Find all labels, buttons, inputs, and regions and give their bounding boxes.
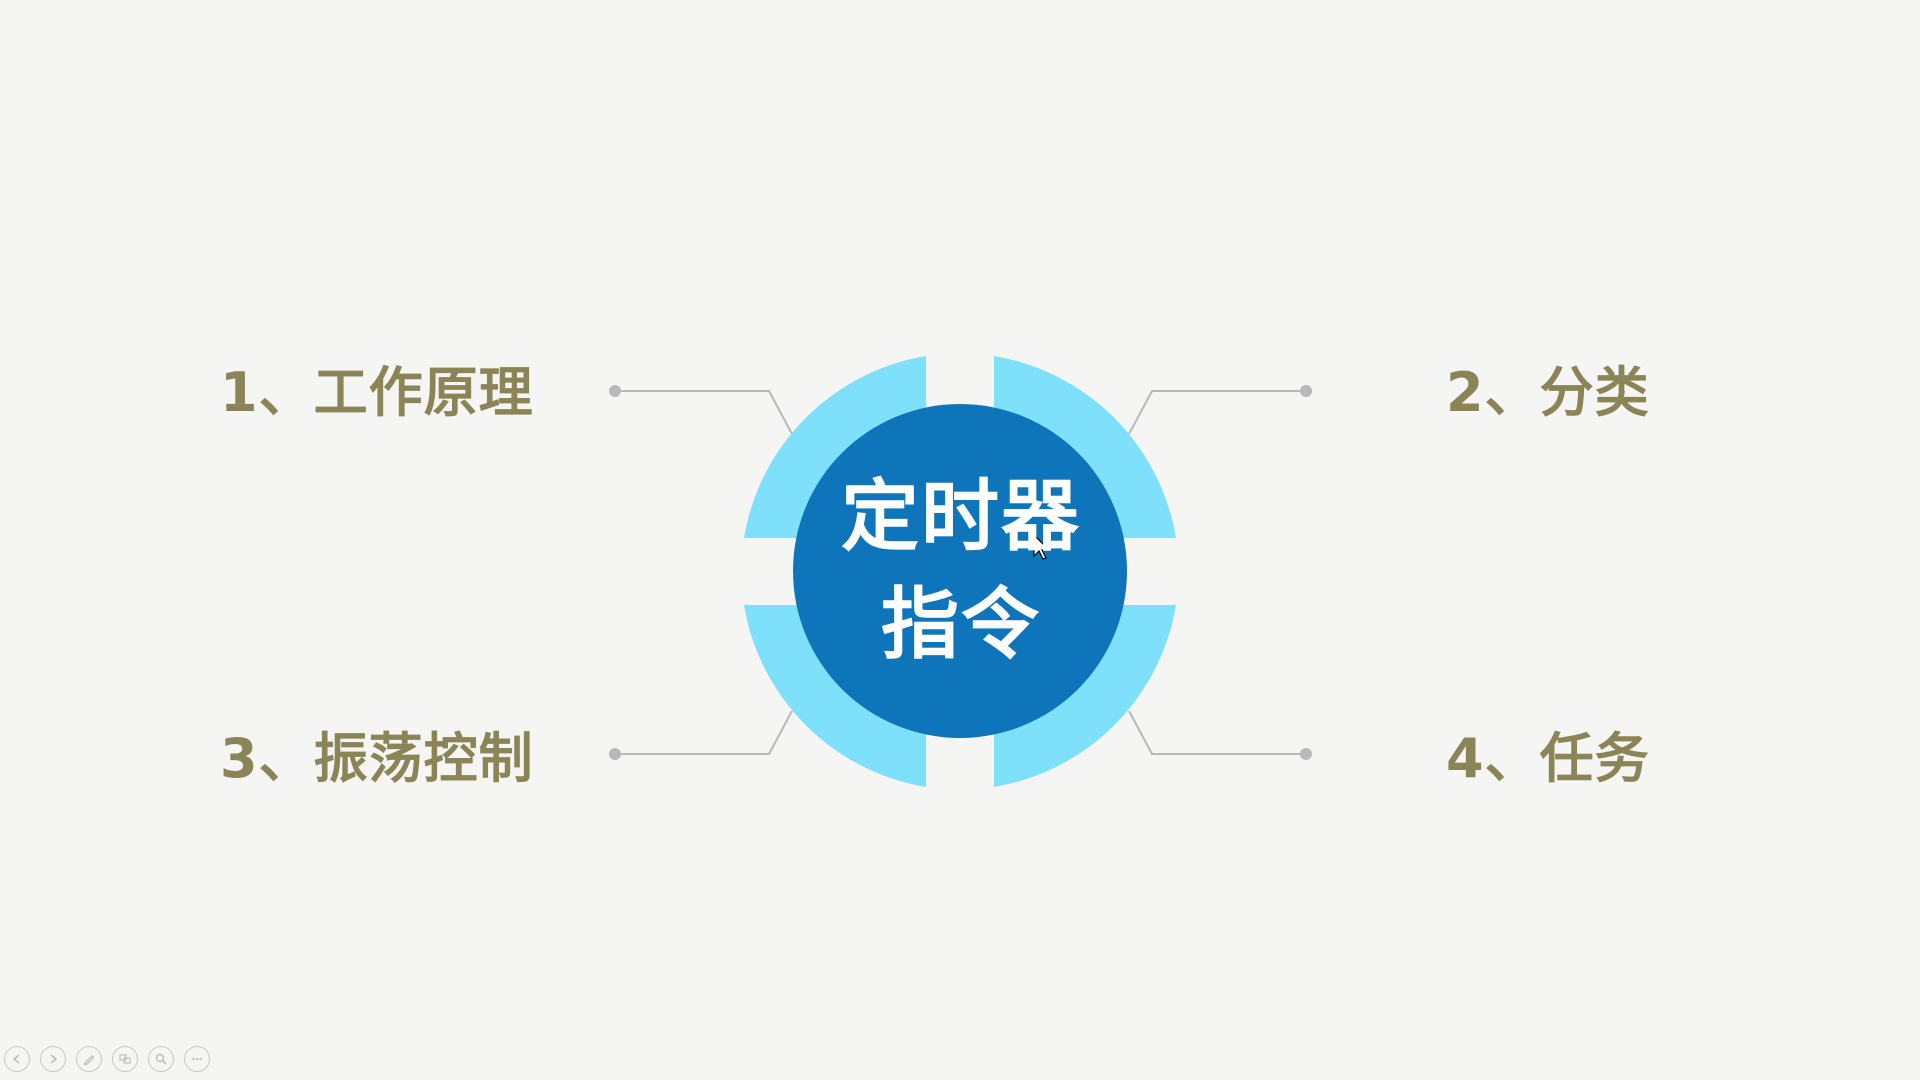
connector-dot-3	[609, 748, 621, 760]
zoom-button[interactable]	[148, 1046, 174, 1072]
next-slide-button[interactable]	[40, 1046, 66, 1072]
center-circle	[793, 404, 1127, 738]
slides-icon	[119, 1054, 131, 1064]
connector-1	[615, 390, 793, 435]
connector-dot-4	[1300, 748, 1312, 760]
connector-3	[615, 710, 793, 755]
see-all-slides-button[interactable]	[112, 1046, 138, 1072]
connector-4	[1128, 710, 1306, 755]
connector-2	[1128, 390, 1306, 435]
topic-label-2: 2、分类	[1446, 361, 1650, 424]
connector-dot-1	[609, 385, 621, 397]
previous-slide-button[interactable]	[4, 1046, 30, 1072]
zoom-icon	[155, 1053, 167, 1065]
pen-tool-button[interactable]	[76, 1046, 102, 1072]
next-icon	[50, 1054, 58, 1064]
topic-label-4: 4、任务	[1446, 727, 1650, 790]
mouse-cursor-icon	[1033, 533, 1051, 560]
topic-label-1: 1、工作原理	[220, 361, 534, 424]
more-icon	[192, 1057, 202, 1061]
pen-icon	[83, 1055, 95, 1066]
previous-icon	[12, 1054, 20, 1064]
more-options-button[interactable]	[184, 1046, 210, 1072]
topic-label-3: 3、振荡控制	[220, 727, 534, 790]
connector-dot-2	[1300, 385, 1312, 397]
slideshow-controls	[4, 1046, 210, 1074]
